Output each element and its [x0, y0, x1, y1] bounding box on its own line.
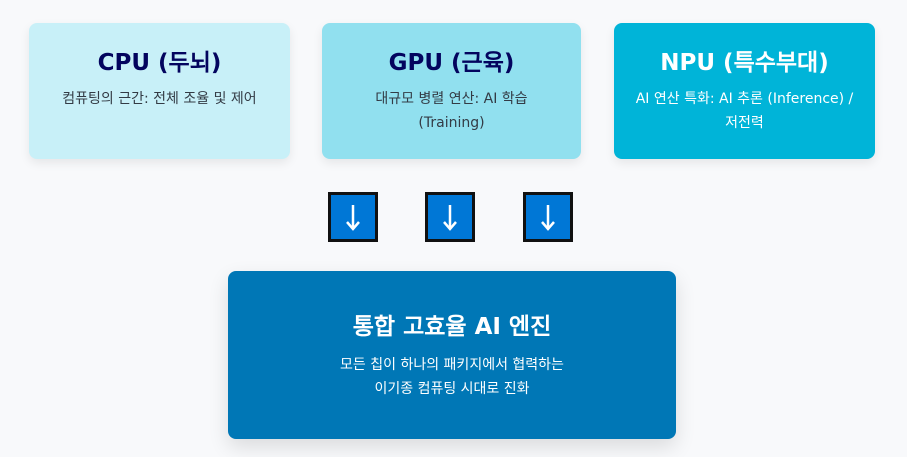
- arrow-down-icon: [523, 192, 573, 242]
- cpu-description: 컴퓨팅의 근간: 전체 조율 및 제어: [62, 91, 257, 107]
- engine-description: 모든 칩이 하나의 패키지에서 협력하는 이기종 컴퓨팅 시대로 진화: [258, 353, 646, 401]
- npu-title: NPU (특수부대): [660, 50, 829, 76]
- gpu-title: GPU (근육): [388, 50, 515, 76]
- arrow-down-icon: [328, 192, 378, 242]
- npu-card: NPU (특수부대) AI 연산 특화: AI 추론 (Inference) /…: [614, 23, 875, 159]
- engine-description-line-2: 이기종 컴퓨팅 시대로 진화: [374, 381, 530, 397]
- gpu-description: 대규모 병렬 연산: AI 학습 (Training): [375, 91, 528, 131]
- cpu-title: CPU (두뇌): [97, 50, 222, 76]
- npu-description: AI 연산 특화: AI 추론 (Inference) / 저전력: [635, 91, 854, 131]
- gpu-card: GPU (근육) 대규모 병렬 연산: AI 학습 (Training): [322, 23, 581, 159]
- engine-title: 통합 고효율 AI 엔진: [352, 314, 552, 340]
- integrated-ai-engine-card: 통합 고효율 AI 엔진 모든 칩이 하나의 패키지에서 협력하는 이기종 컴퓨…: [228, 271, 676, 439]
- engine-description-line-1: 모든 칩이 하나의 패키지에서 협력하는: [340, 357, 564, 373]
- arrow-down-icon: [425, 192, 475, 242]
- cpu-card: CPU (두뇌) 컴퓨팅의 근간: 전체 조율 및 제어: [29, 23, 290, 159]
